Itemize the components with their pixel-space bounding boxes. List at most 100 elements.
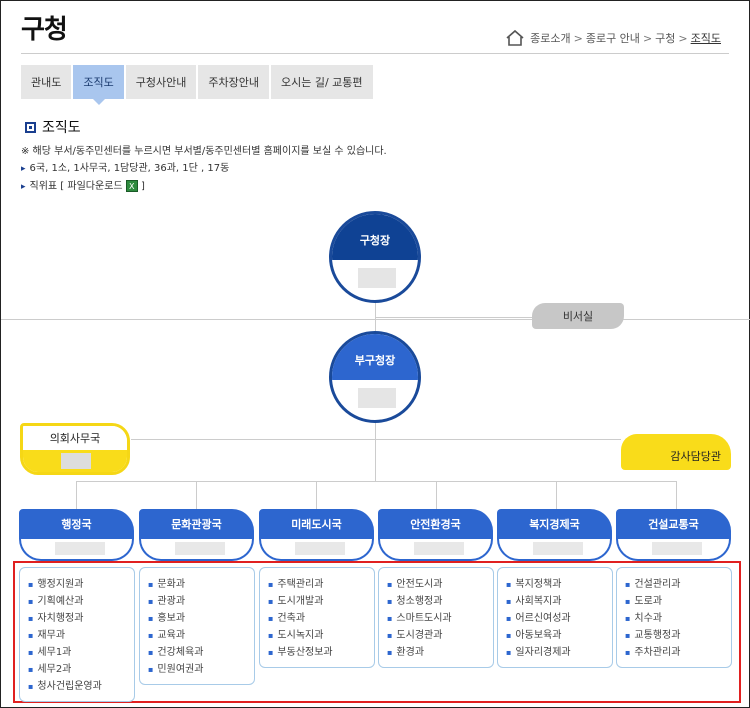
team-item[interactable]: 도시경관과 [387,627,487,644]
team-item[interactable]: 부동산정보과 [268,644,368,661]
tab-bar: 관내도 조직도 구청사안내 주차장안내 오시는 길/ 교통편 [21,65,373,105]
divider [21,53,729,54]
excel-file-icon[interactable]: X [125,180,138,192]
download-label[interactable]: 직위표 [ 파일다운로드 [29,181,123,192]
team-item[interactable]: 어르신여성과 [506,610,606,627]
tab-org-chart[interactable]: 조직도 [73,65,124,105]
team-item[interactable]: 재무과 [28,627,128,644]
name-placeholder [55,542,105,555]
team-item[interactable]: 환경과 [387,644,487,661]
team-item[interactable]: 홍보과 [148,610,248,627]
info-summary: 6국, 1소, 1사무국, 1담당관, 36과, 1단 , 17동 [29,163,230,174]
team-item[interactable]: 도시개발과 [268,593,368,610]
download-close: ] [140,181,145,192]
secretary-node[interactable]: 비서실 [532,303,624,329]
deputy-mayor-node[interactable]: 부구청장 [329,331,421,423]
deputy-mayor-label: 부구청장 [332,334,418,380]
council-office-body [23,450,127,472]
dept-node[interactable]: 복지경제국 [497,509,612,561]
team-item[interactable]: 청소행정과 [387,593,487,610]
arrow-bullet-icon: ▸ [21,164,26,174]
dept-node[interactable]: 건설교통국 [616,509,731,561]
team-item[interactable]: 민원여권과 [148,661,248,678]
connector-line [556,481,557,509]
breadcrumb-item[interactable]: 종로구 안내 [585,32,640,45]
name-placeholder [652,542,702,555]
team-item[interactable]: 도로과 [625,593,725,610]
org-chart: 구청장 비서실 부구청장 의회사무국 감사담당관 행정국 문화관광국 미래도시국… [1,191,750,708]
team-item[interactable]: 세무1과 [28,644,128,661]
connector-line [316,481,317,509]
breadcrumb-separator: > [642,31,653,45]
team-item[interactable]: 문화과 [148,576,248,593]
team-item[interactable]: 안전도시과 [387,576,487,593]
tab-building-guide[interactable]: 구청사안내 [125,65,197,99]
team-item[interactable]: 아동보육과 [506,627,606,644]
team-item[interactable]: 사회복지과 [506,593,606,610]
dept-node[interactable]: 행정국 [19,509,134,561]
team-item[interactable]: 교통행정과 [625,627,725,644]
dept-node[interactable]: 문화관광국 [139,509,254,561]
mayor-label: 구청장 [332,214,418,260]
breadcrumb-current[interactable]: 조직도 [690,32,721,45]
audit-office-node[interactable]: 감사담당관 [621,434,731,470]
tab-directions[interactable]: 오시는 길/ 교통편 [270,65,373,99]
mayor-node[interactable]: 구청장 [329,211,421,303]
team-item[interactable]: 행정지원과 [28,576,128,593]
dept-footer [19,539,134,561]
dept-label: 행정국 [19,509,134,539]
breadcrumb-item[interactable]: 종로소개 [530,32,571,45]
council-office-node[interactable]: 의회사무국 [20,423,130,475]
connector-line [436,481,437,509]
breadcrumb: 종로소개 > 종로구 안내 > 구청 > 조직도 [505,29,721,47]
dept-node[interactable]: 안전환경국 [378,509,493,561]
council-office-label: 의회사무국 [23,426,127,450]
name-placeholder [533,542,583,555]
dept-label: 미래도시국 [259,509,374,539]
info-summary-row: ▸6국, 1소, 1사무국, 1담당관, 36과, 1단 , 17동 [21,160,387,178]
team-list: 건설관리과 도로과 치수과 교통행정과 주차관리과 [616,567,732,668]
team-item[interactable]: 건축과 [268,610,368,627]
home-icon[interactable] [505,29,525,47]
team-list: 복지정책과 사회복지과 어르신여성과 아동보육과 일자리경제과 [497,567,613,668]
team-item[interactable]: 복지정책과 [506,576,606,593]
dept-footer [497,539,612,561]
connector-line [76,481,676,482]
dept-node[interactable]: 미래도시국 [259,509,374,561]
team-item[interactable]: 세무2과 [28,661,128,678]
breadcrumb-item[interactable]: 구청 [655,32,676,45]
name-placeholder [61,453,91,469]
dept-footer [378,539,493,561]
team-item[interactable]: 일자리경제과 [506,644,606,661]
team-item[interactable]: 자치행정과 [28,610,128,627]
team-item[interactable]: 스마트도시과 [387,610,487,627]
team-item[interactable]: 도시녹지과 [268,627,368,644]
team-item[interactable]: 청사건립운영과 [28,678,128,695]
breadcrumb-separator: > [678,31,688,45]
tab-map[interactable]: 관내도 [21,65,72,99]
team-item[interactable]: 건강체육과 [148,644,248,661]
team-item[interactable]: 주택관리과 [268,576,368,593]
team-item[interactable]: 치수과 [625,610,725,627]
team-item[interactable]: 기획예산과 [28,593,128,610]
team-list: 주택관리과 도시개발과 건축과 도시녹지과 부동산정보과 [259,567,375,668]
dept-footer [139,539,254,561]
tab-parking[interactable]: 주차장안내 [198,65,269,99]
name-placeholder [414,542,464,555]
connector-line [131,439,621,440]
info-note: ※ 해당 부서/동주민센터를 누르시면 부서별/동주민센터별 홈페이지를 보실 … [21,146,387,157]
team-list: 문화과 관광과 홍보과 교육과 건강체육과 민원여권과 [139,567,255,685]
dept-label: 건설교통국 [616,509,731,539]
team-list: 행정지원과 기획예산과 자치행정과 재무과 세무1과 세무2과 청사건립운영과 [19,567,135,702]
square-bullet-icon [25,121,36,133]
team-item[interactable]: 교육과 [148,627,248,644]
connector-line [76,481,77,509]
team-item[interactable]: 주차관리과 [625,644,725,661]
dept-footer [259,539,374,561]
team-item[interactable]: 관광과 [148,593,248,610]
team-item[interactable]: 건설관리과 [625,576,725,593]
name-placeholder [358,268,396,288]
section-title-text: 조직도 [42,120,81,136]
section-title: 조직도 [25,117,81,137]
dept-label: 복지경제국 [497,509,612,539]
